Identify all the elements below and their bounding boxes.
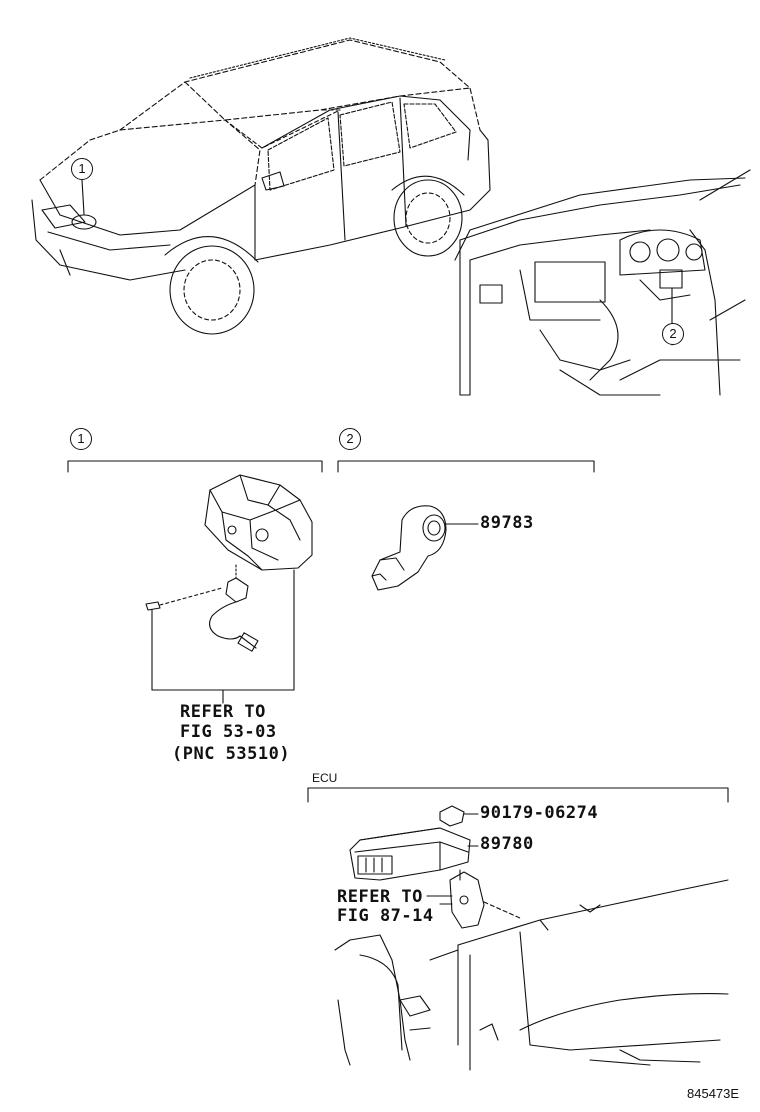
callout-2-marker: 2	[662, 323, 684, 345]
refer-note-1-line2: FIG 53-03	[180, 722, 277, 742]
instrument-panel-illustration	[335, 880, 728, 1070]
figure-code: 845473E	[687, 1086, 740, 1101]
refer-note-2-line1: REFER TO	[337, 887, 423, 907]
part-number-89780: 89780	[480, 834, 534, 854]
part-number-89783: 89783	[480, 513, 534, 533]
ecu-section-bracket	[308, 788, 728, 802]
vehicle-illustration	[32, 38, 490, 334]
part-number-90179-06274: 90179-06274	[480, 803, 599, 823]
ecu-assembly	[350, 806, 520, 928]
ecu-heading: ECU	[312, 771, 338, 785]
dashboard-illustration	[455, 170, 750, 395]
section-1-bracket	[68, 461, 322, 472]
section-1-marker: 1	[70, 428, 92, 450]
section-2-bracket	[338, 461, 594, 472]
section-2-marker: 2	[339, 428, 361, 450]
refer-note-1-line1: REFER TO	[180, 702, 266, 722]
refer-note-2-line2: FIG 87-14	[337, 906, 434, 926]
refer-note-1-line3: (PNC 53510)	[172, 744, 291, 764]
sensor-89783	[372, 506, 478, 590]
callout-1-marker: 1	[71, 158, 93, 180]
hood-lock-assembly	[146, 475, 312, 703]
